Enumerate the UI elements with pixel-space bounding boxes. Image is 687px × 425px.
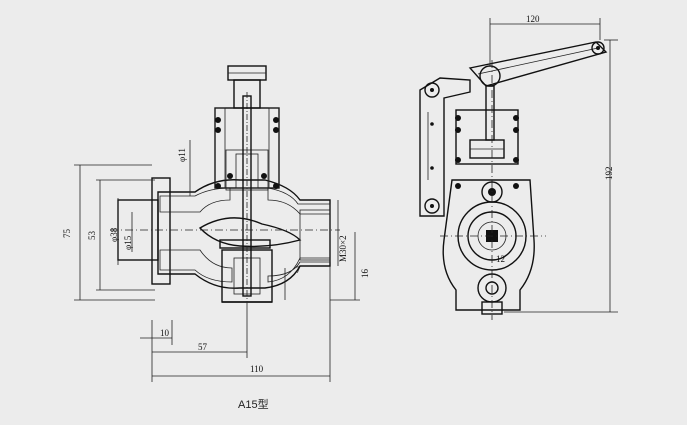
- dim-phi38: φ38: [109, 227, 119, 242]
- dim-phi15: φ15: [123, 235, 133, 250]
- section-dimensions: 75 53 φ38 φ15 φ11 10 57 110 7 16: [62, 140, 370, 382]
- dim-12: 12: [496, 254, 505, 264]
- dim-120: 120: [526, 14, 540, 24]
- dim-phi11: φ11: [177, 148, 187, 162]
- dim-192: 192: [604, 167, 614, 181]
- side-dimensions: 120 192: [489, 14, 618, 313]
- dim-thread: M30×2: [338, 235, 348, 262]
- dim-16: 16: [360, 269, 370, 279]
- dim-110: 110: [250, 364, 264, 374]
- dim-53: 53: [87, 231, 97, 241]
- dim-7: 7: [296, 265, 301, 275]
- dim-75: 75: [62, 229, 72, 239]
- side-view: 12: [419, 41, 608, 320]
- figure-caption: A15型: [238, 399, 269, 411]
- dim-10: 10: [160, 328, 170, 338]
- dim-57: 57: [198, 342, 208, 352]
- section-view: [110, 65, 340, 305]
